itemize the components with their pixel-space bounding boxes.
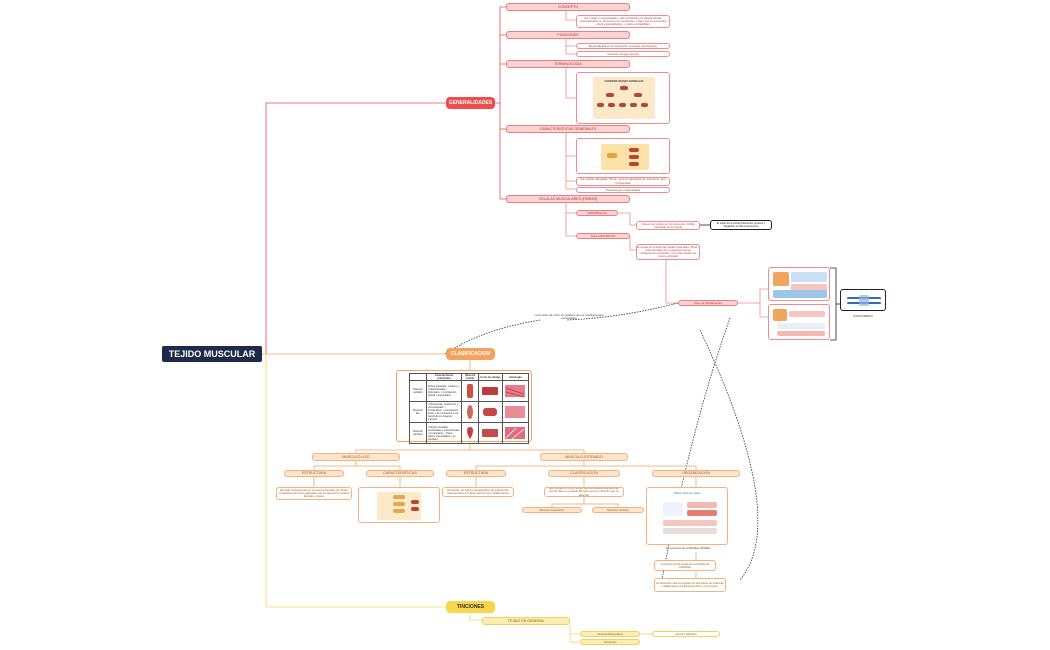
- tricromico-node[interactable]: Tricromico: [580, 639, 640, 645]
- cardiaco-histology-icon: [505, 427, 526, 440]
- caracteristicas-image: [576, 138, 670, 174]
- terminologia-image: CONSIDERACIONES GENERALES: [576, 72, 670, 124]
- estriado-clasificacion-node[interactable]: CLASIFICACION: [548, 470, 620, 477]
- tinciones-node[interactable]: TINCIONES: [446, 601, 495, 613]
- tala-contractil-text: El regular se contraen las células conec…: [636, 244, 700, 260]
- liso-caracteristicas-image: [358, 487, 440, 523]
- terminologia-node[interactable]: TERMINOLOGIA: [506, 60, 630, 68]
- estriado-section-icon: [482, 387, 499, 395]
- liso-caracteristicas-node[interactable]: CARACTERISTICAS: [366, 470, 434, 477]
- miofibrillas-node[interactable]: MIOFIBRILLAS: [576, 210, 618, 216]
- table-header: [409, 373, 427, 381]
- organizacion-item-1: Se compone de miofibrillas (fibrillas): [665, 546, 711, 550]
- terminologia-image-title: CONSIDERACIONES GENERALES: [604, 80, 644, 83]
- funciones-item-1: Especializada en la contracción muscular…: [576, 43, 670, 49]
- row-text: Fibras estriadas, contiene y multinuclea…: [425, 380, 463, 402]
- tala-contractil-node[interactable]: TALA CONTRACTIL: [576, 233, 630, 239]
- row-name: Músculo cardíaco: [409, 422, 427, 444]
- organizacion-image-title: Fibras, estroma, vasos...: [673, 492, 703, 495]
- row-name: Músculo liso: [409, 401, 427, 423]
- miofibrillas-text: Parece muy similar con los elementos: Fi…: [636, 221, 700, 230]
- organizacion-item-2: La función de las proteínas contractiles…: [654, 560, 716, 571]
- estriado-estructura-node[interactable]: ESTRUCTURA: [446, 470, 506, 477]
- estriado-cell-icon: [467, 384, 474, 398]
- table-header: Muestra celular: [461, 373, 480, 381]
- celulas-node[interactable]: CELULAS MUSCULARES (FIBRAS): [506, 195, 630, 203]
- table-header: Corte de células: [478, 373, 503, 381]
- musculo-estriado-node[interactable]: MUSCULO ESTRIADO: [540, 453, 628, 461]
- estriado-clasificacion-text: Es formado en como fibras, las fibroblas…: [544, 487, 624, 497]
- estriado-estructura-text: Presentan un patrón característico de es…: [442, 487, 514, 497]
- table-row: Músculo cardíaco • Fibras estriadas, ram…: [409, 422, 530, 444]
- musculo-cardiaco-node[interactable]: Músculo cardiaco: [592, 507, 644, 513]
- tipos-miofilamentos-node[interactable]: Tipos de Miofilamentos: [678, 300, 738, 306]
- clasificacion-node[interactable]: CLASIFICACION: [446, 348, 495, 360]
- table-row: Músculo estriado Fibras estriadas, conti…: [409, 380, 530, 402]
- concepto-text: Es 1 tejido o especializado, está consti…: [576, 15, 670, 28]
- cardiaco-section-icon: [482, 429, 499, 437]
- organizacion-image: Fibras, estroma, vasos...: [646, 487, 728, 545]
- tejido-general-node[interactable]: TEJIDO EN GENERAL: [482, 617, 570, 625]
- liso-estructura-text: El tejido muscular liso se encuentra for…: [276, 487, 352, 500]
- hematoxilina-eosina-node[interactable]: Hematoxilina-eosina: [580, 631, 640, 637]
- liso-histology-icon: [505, 406, 526, 418]
- curve-label: La función de corte en relación de los m…: [534, 313, 604, 321]
- miofilamentos-image-1: [768, 267, 830, 301]
- azul-toluidina-node[interactable]: Azul de Toluidina: [652, 631, 720, 637]
- funciones-item-2: Generar energía corporal: [576, 51, 670, 57]
- table-header: Histología: [501, 373, 530, 381]
- organizacion-item-3: El sarcomero está compuesto por tres cla…: [654, 578, 726, 592]
- miofilamentos-image-2: [768, 304, 830, 340]
- estriado-organizacion-node[interactable]: ORGANIZACION: [652, 470, 740, 477]
- sarcomero-image: [840, 289, 886, 311]
- row-text: • Fibras lisas, fusiformes y uninucleada…: [425, 401, 463, 423]
- row-text: • Fibras estriadas, ramificadas y uninuc…: [425, 422, 463, 444]
- liso-section-icon: [483, 408, 498, 416]
- clasificacion-table: Características principales Muestra celu…: [396, 370, 532, 444]
- estriado-histology-icon: [505, 385, 526, 398]
- caracteristicas-node[interactable]: CARACTERISTICAS GENERALES: [506, 125, 630, 133]
- row-name: Músculo estriado: [409, 380, 427, 402]
- root-node[interactable]: TEJIDO MUSCULAR: [162, 346, 262, 362]
- liso-estructura-node[interactable]: ESTRUCTURA: [284, 470, 344, 477]
- musculo-liso-node[interactable]: MUSCULO LISO: [312, 453, 400, 461]
- musculo-esqueletico-node[interactable]: Músculo esquelético: [522, 507, 582, 513]
- funciones-node[interactable]: FUNCIONES: [506, 31, 630, 39]
- cardiaco-cell-icon: [467, 427, 474, 439]
- liso-cell-icon: [467, 405, 474, 419]
- generalidades-node[interactable]: GENERALIDADES: [446, 97, 495, 109]
- sarcomero-definition: El tejido de la célula (filamentos grues…: [710, 220, 772, 230]
- concepto-node[interactable]: CONCEPTO: [506, 3, 630, 11]
- table-row: Músculo liso • Fibras lisas, fusiformes …: [409, 401, 530, 423]
- table-header: Características principales: [425, 373, 463, 381]
- sarcomero-caption: SARCOMERO: [853, 314, 873, 318]
- caracteristicas-item-2: Presenta gran Vascularidad: [576, 187, 670, 193]
- caracteristicas-item-1: Son células alargadas "fibras", tiene la…: [576, 177, 670, 186]
